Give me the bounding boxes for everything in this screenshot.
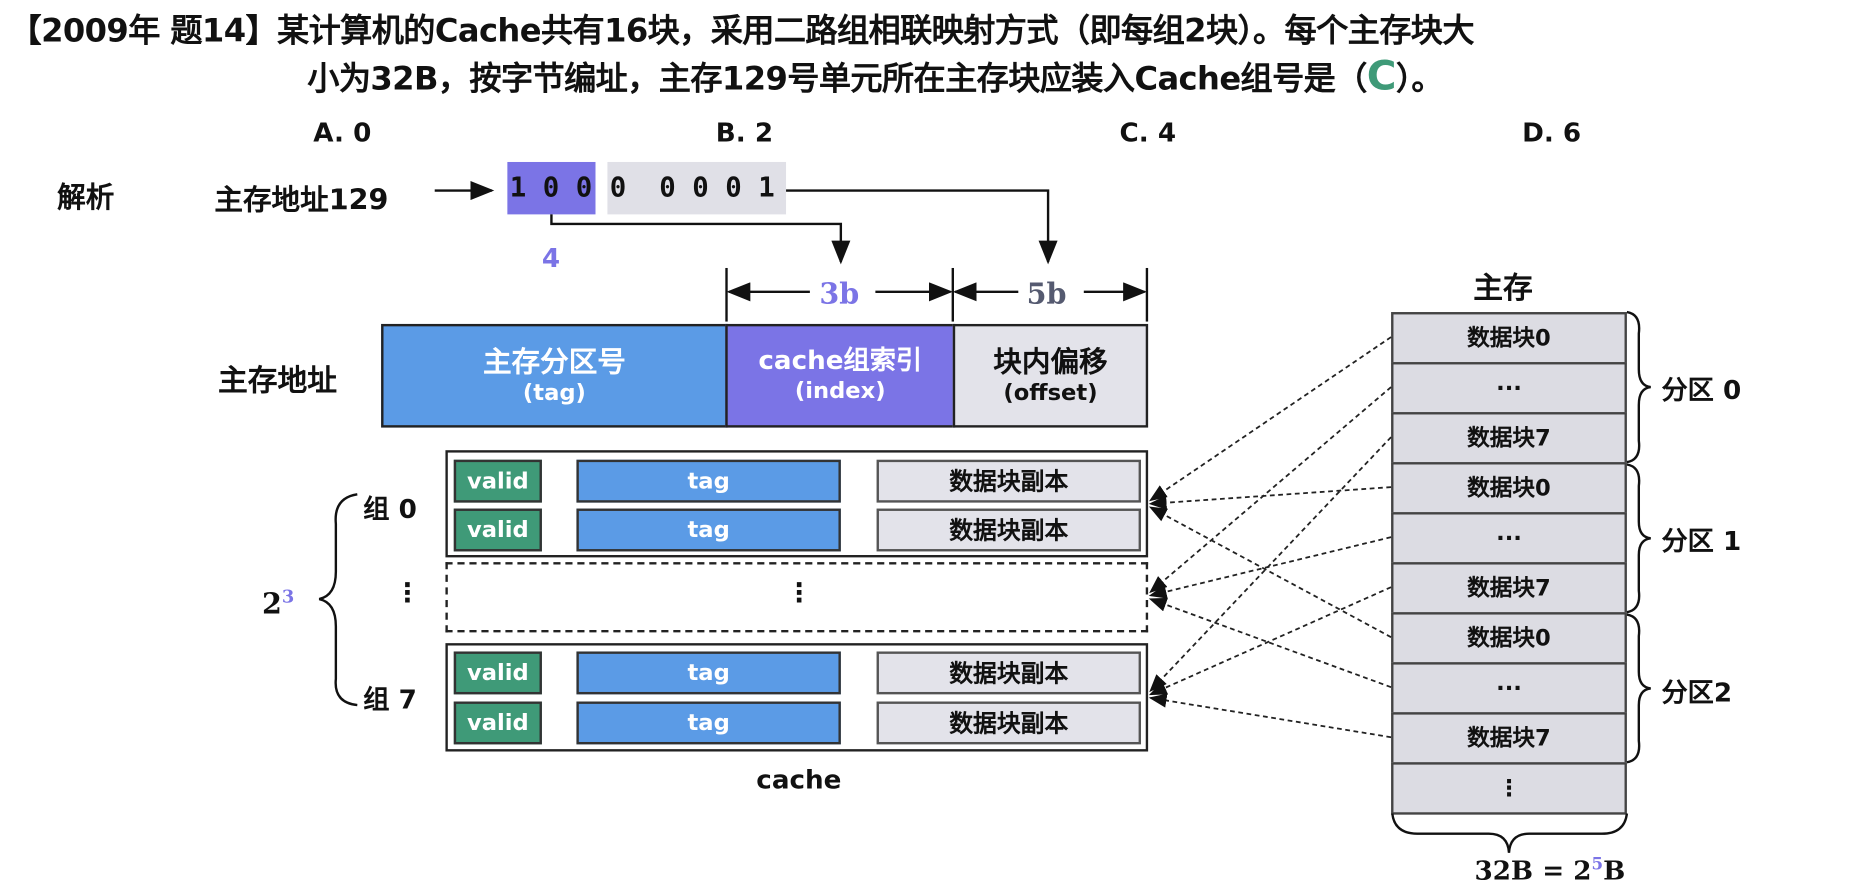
- block-size: 32B = 25B: [1474, 855, 1625, 886]
- cache-line-tag: tag: [576, 508, 841, 552]
- mapping-arrow: [1148, 693, 1392, 739]
- cache-group-middle: [445, 562, 1149, 633]
- group-brace: [318, 493, 358, 707]
- question-text: 小为32B，按字节编址，主存129号单元所在主存块应装入Cache组号是（: [307, 60, 1367, 98]
- cache-line-tag: tag: [576, 651, 841, 695]
- field-index: cache组索引(index): [725, 323, 956, 428]
- mapping-arrow: [1148, 586, 1392, 696]
- field-tag-sub: (tag): [522, 379, 586, 406]
- option-c: C. 4: [1119, 119, 1177, 149]
- mapping-arrow: [1149, 436, 1392, 693]
- field-offset-sub: (offset): [1003, 379, 1098, 406]
- question-line-1: 【2009年 题14】某计算机的Cache共有16块，采用二路组相联映射方式（即…: [9, 13, 1475, 51]
- cache-line-tag: tag: [576, 701, 841, 745]
- rest-bits-box: [607, 161, 787, 215]
- offset-width: 5b: [1026, 276, 1067, 311]
- memory-block: ···: [1391, 662, 1627, 715]
- cache-line-valid: valid: [453, 701, 542, 745]
- partition-1-brace: [1626, 463, 1651, 614]
- block-size-exp: 5: [1591, 855, 1604, 875]
- index-value: 4: [541, 244, 561, 274]
- cache-caption: cache: [756, 765, 842, 796]
- partition-2-label: 分区2: [1661, 678, 1733, 709]
- question-line-2: 小为32B，按字节编址，主存129号单元所在主存块应装入Cache组号是（C）。: [307, 52, 1443, 100]
- option-b: B. 2: [715, 119, 774, 149]
- partition-2-brace: [1626, 613, 1651, 764]
- cache-line-data-copy: 数据块副本: [876, 508, 1141, 552]
- memory-block: 数据块0: [1391, 612, 1627, 665]
- memory-title: 主存: [1473, 270, 1533, 305]
- group-count-base: 2: [262, 585, 282, 621]
- block-size-text: 32B = 2: [1474, 855, 1592, 887]
- memory-block: 数据块7: [1391, 562, 1627, 615]
- answer: C: [1366, 52, 1397, 101]
- arrow-offset: [786, 189, 1058, 265]
- cache-line-data-copy: 数据块副本: [876, 651, 1141, 695]
- mapping-arrow: [1149, 386, 1392, 594]
- field-index-sub: (index): [794, 377, 886, 405]
- mapping-arrow: [1149, 336, 1392, 502]
- cache-line-data-copy: 数据块副本: [876, 701, 1141, 745]
- partition-1-label: 分区 1: [1661, 527, 1742, 558]
- field-offset: 块内偏移(offset): [952, 323, 1149, 428]
- group-vdots: ⋮: [394, 578, 421, 609]
- group-7-label: 组 7: [363, 686, 417, 716]
- block-size-brace: [1391, 813, 1629, 853]
- block-size-unit: B: [1603, 855, 1626, 887]
- cache-group-7: [445, 643, 1149, 752]
- arrow-index: [550, 214, 851, 265]
- partition-0-brace: [1626, 310, 1651, 464]
- mapping-arrow: [1148, 506, 1392, 638]
- field-offset-name: 块内偏移: [993, 345, 1108, 379]
- address-format-label: 主存地址: [217, 363, 338, 398]
- address-129-label: 主存地址129: [214, 183, 389, 217]
- index-width: 3b: [819, 276, 860, 311]
- field-tag-name: 主存分区号: [482, 345, 626, 379]
- option-d: D. 6: [1522, 119, 1582, 149]
- group-count: 23: [262, 586, 294, 621]
- tag-bits-box: [507, 161, 596, 215]
- cache-line-valid: valid: [453, 508, 542, 552]
- cache-group-0: [445, 450, 1149, 558]
- mapping-arrow: [1148, 486, 1392, 510]
- tag-bits: 1 0 0: [509, 172, 593, 204]
- cache-vdots: ⋮: [786, 578, 813, 609]
- field-index-name: cache组索引: [758, 346, 923, 377]
- rest-bits: 0 0 0 0 1: [609, 172, 775, 204]
- memory-block: ⋮: [1391, 762, 1627, 815]
- partition-0-label: 分区 0: [1661, 376, 1742, 407]
- field-tag: 主存分区号(tag): [381, 323, 728, 428]
- cache-line-data-copy: 数据块副本: [876, 459, 1141, 503]
- cache-line-valid: valid: [453, 651, 542, 695]
- group-count-exp: 3: [281, 585, 295, 608]
- group-0-label: 组 0: [363, 495, 417, 526]
- cache-line-tag: tag: [576, 459, 841, 503]
- cache-line-valid: valid: [453, 459, 542, 503]
- mapping-arrow: [1148, 597, 1392, 689]
- mapping-arrow: [1148, 536, 1392, 599]
- option-a: A. 0: [313, 119, 372, 149]
- analysis-label: 解析: [57, 181, 115, 215]
- question-end: ）。: [1395, 60, 1444, 98]
